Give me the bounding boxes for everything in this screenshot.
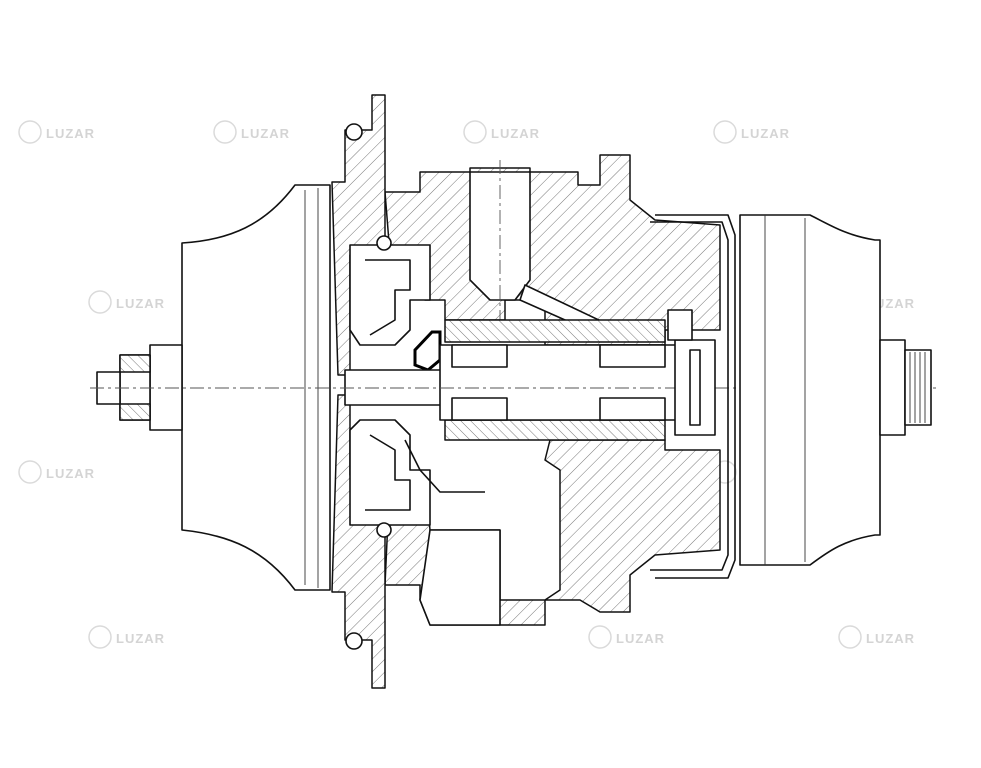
journal-bearing-lower [444,419,666,441]
bolt-lower [345,632,363,650]
watermark-logo: LUZAR [838,625,915,649]
turbine-hub [879,339,906,436]
compressor-wheel [96,184,331,591]
svg-text:LUZAR: LUZAR [616,631,665,646]
watermark-logo: LUZAR [88,290,165,314]
svg-text:LUZAR: LUZAR [116,631,165,646]
watermark-logo: LUZAR [18,460,95,484]
watermark-logo: LUZAR [588,625,665,649]
bolt-upper [345,123,363,141]
svg-text:LUZAR: LUZAR [46,466,95,481]
shaft-spline [904,349,932,426]
compressor-backplate [331,94,386,689]
turbine-wheel [739,214,932,566]
heat-shield [650,214,736,579]
thrust-bearing-assembly [349,235,485,538]
svg-text:LUZAR: LUZAR [866,631,915,646]
watermark-logo: LUZAR [88,625,165,649]
svg-text:LUZAR: LUZAR [241,126,290,141]
svg-text:LUZAR: LUZAR [46,126,95,141]
compressor-hub [149,344,183,431]
watermark-logo: LUZAR [713,120,790,144]
svg-text:LUZAR: LUZAR [491,126,540,141]
watermark-logo: LUZAR [18,120,95,144]
journal-bearing-upper [444,319,666,343]
svg-text:LUZAR: LUZAR [741,126,790,141]
watermark-logo: LUZAR [213,120,290,144]
watermark-logo: LUZAR [463,120,540,144]
o-ring-lower [376,522,392,538]
o-ring-upper [376,235,392,251]
svg-text:LUZAR: LUZAR [116,296,165,311]
